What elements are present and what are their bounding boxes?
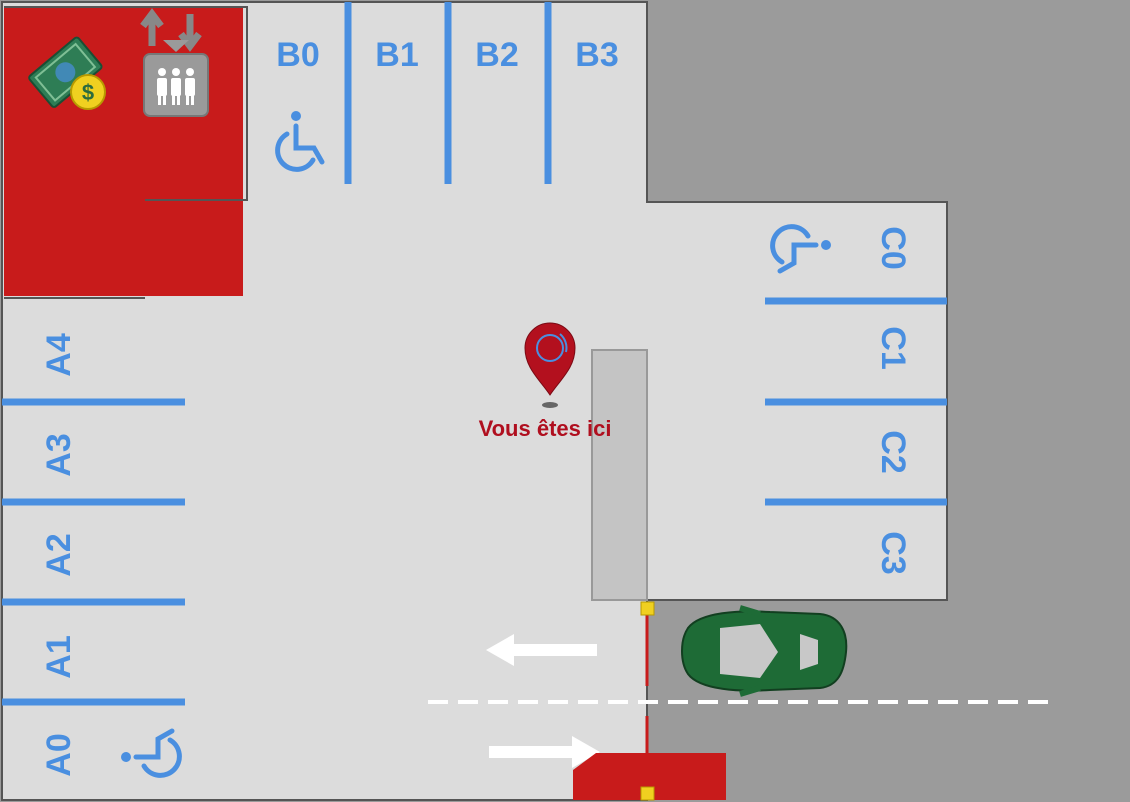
c-spot-lines	[765, 297, 947, 506]
arrow-left-icon	[486, 634, 597, 666]
central-column	[591, 349, 648, 601]
wheelchair-icon	[770, 224, 831, 274]
a-spot-lines	[2, 398, 185, 706]
spot-C2[interactable]: C2	[874, 430, 912, 473]
spot-B2[interactable]: B2	[475, 36, 518, 74]
spot-B0[interactable]: B0	[276, 36, 319, 74]
money-payment-icon: $	[28, 36, 106, 110]
spot-A0[interactable]: A0	[40, 733, 78, 776]
wheelchair-icon	[275, 111, 325, 172]
svg-text:$: $	[82, 80, 94, 105]
location-marker-icon	[524, 322, 576, 408]
spot-C3[interactable]: C3	[874, 531, 912, 574]
spot-A2[interactable]: A2	[40, 533, 78, 576]
spot-B1[interactable]: B1	[375, 36, 418, 74]
arrow-right-icon	[489, 736, 600, 768]
barrier	[640, 601, 655, 801]
you-are-here-label: Vous êtes ici	[479, 416, 612, 441]
spot-B3[interactable]: B3	[575, 36, 618, 74]
car-icon	[681, 605, 848, 697]
spot-A4[interactable]: A4	[40, 333, 78, 377]
service-zone	[4, 7, 243, 296]
spot-C0[interactable]: C0	[874, 226, 912, 269]
spot-A1[interactable]: A1	[40, 635, 78, 678]
entry-zone	[573, 753, 726, 800]
spot-A3[interactable]: A3	[40, 433, 78, 476]
elevator-icon	[140, 8, 209, 117]
wheelchair-icon	[121, 728, 182, 778]
b-spot-lines	[344, 2, 552, 184]
spot-C1[interactable]: C1	[874, 326, 912, 369]
